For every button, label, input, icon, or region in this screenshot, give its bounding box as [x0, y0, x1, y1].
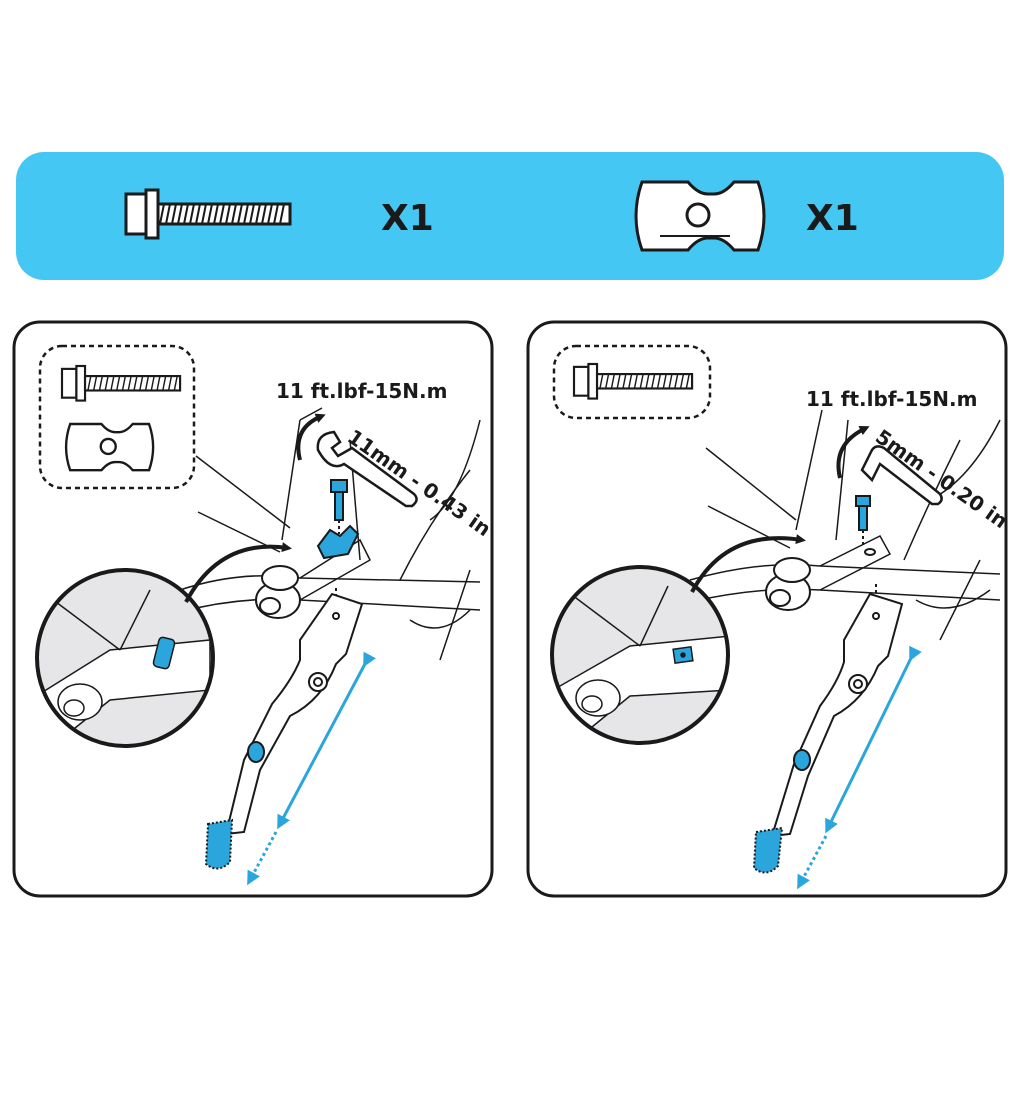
flange-bolt-icon — [60, 364, 182, 402]
zoom-pointer-arrow — [184, 542, 292, 603]
length-adjust-arrow — [277, 651, 376, 830]
torque-label: 11 ft.lbf-15N.m — [276, 379, 447, 403]
blue-foot-cap — [752, 826, 784, 874]
torque-label: 11 ft.lbf-15N.m — [806, 387, 977, 411]
blue-clamp-plate — [316, 524, 360, 560]
frame-dropout — [255, 565, 301, 619]
detail-zoom — [35, 568, 215, 748]
blue-foot-cap — [204, 818, 234, 870]
plate-quantity: X1 — [806, 198, 859, 239]
blue-bolt — [855, 495, 876, 556]
stand-clamp-plate-icon — [64, 422, 155, 472]
flange-bolt-icon — [572, 362, 694, 400]
parts-banner: X1 X1 — [16, 152, 1004, 280]
detail-zoom — [550, 565, 730, 745]
step-panel-2: 11 ft.lbf-15N.m 5mm - 0.20 in — [526, 320, 1012, 898]
parts-box — [38, 344, 196, 490]
flange-bolt-icon — [124, 188, 292, 240]
hex-key-icon — [860, 445, 943, 506]
length-adjust-arrow — [825, 645, 922, 834]
blue-adjust-ring — [793, 749, 811, 771]
stand-clamp-plate-icon — [634, 180, 766, 252]
rotation-arrow — [836, 426, 870, 479]
rotation-arrow — [296, 413, 326, 461]
frame-dropout — [765, 557, 811, 611]
open-wrench-icon — [316, 430, 418, 508]
bolt-quantity: X1 — [381, 198, 434, 239]
parts-box — [552, 344, 712, 420]
zoom-pointer-arrow — [690, 534, 806, 593]
blue-adjust-ring — [247, 741, 265, 763]
blue-bolt — [330, 479, 348, 534]
step-panel-1: 11 ft.lbf-15N.m 11mm - 0.43 in — [12, 320, 495, 898]
